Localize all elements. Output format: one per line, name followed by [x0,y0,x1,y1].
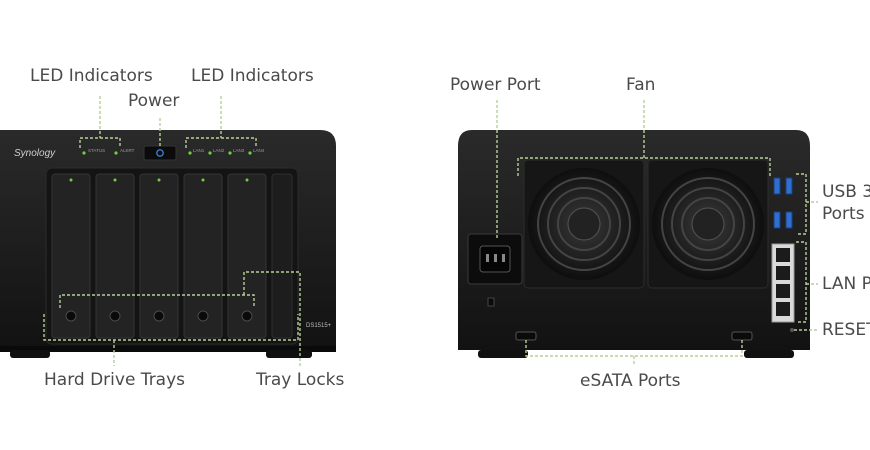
led-lan4 [248,151,252,155]
led-lan3 [228,151,232,155]
front-foot-left [10,350,50,358]
front-unit [0,130,336,358]
led-label-lan4: LAN4 [253,148,265,153]
callout-lines-front [43,96,301,366]
rear-foot-left [478,350,528,358]
led-label-status: STATUS [88,148,106,153]
fan-left [523,159,645,289]
label-esata-ports: eSATA Ports [580,371,681,391]
drive-tray-5 [227,173,267,339]
label-power-port: Power Port [450,75,541,95]
led-label-lan2: LAN2 [213,148,225,153]
fan-right [647,159,769,289]
led-status [82,151,86,155]
esata-port-1 [515,331,537,341]
led-label-lan1: LAN1 [193,148,205,153]
drive-tray-3 [139,173,179,339]
led-lan2 [208,151,212,155]
label-reset: RESET [822,320,870,340]
drive-tray-4 [183,173,223,339]
power-button [143,145,177,161]
label-fan: Fan [626,75,656,95]
esata-port-2 [731,331,753,341]
brand-logo: Synology [14,148,56,159]
label-lan-ports: LAN P [822,274,870,294]
tray-leds [69,178,249,182]
rear-unit [458,130,810,358]
drive-trays [51,173,293,339]
label-power: Power [128,91,180,111]
power-icon [156,149,164,157]
led-label-alert: ALERT [120,148,135,153]
callout-lines-rear [496,100,818,366]
label-hard-drive-trays: Hard Drive Trays [44,370,186,390]
power-port [467,233,523,285]
lan-ports [771,243,795,323]
tray-lock-icons [65,310,253,322]
drive-tray-1 [51,173,91,339]
led-label-lan3: LAN3 [233,148,245,153]
label-tray-locks: Tray Locks [256,370,345,390]
led-alert [114,151,118,155]
led-lan1 [188,151,192,155]
model-label: DS1515+ [306,323,332,329]
front-foot-right [266,350,312,358]
drive-tray-2 [95,173,135,339]
reset-button [790,328,794,332]
label-usb-ports-line1: USB 3 [822,182,870,202]
label-usb-ports-line2: Ports [822,204,865,224]
usb-ports [773,177,793,229]
rear-foot-right [744,350,794,358]
label-led-indicators-left: LED Indicators [30,66,153,86]
label-led-indicators-right: LED Indicators [191,66,314,86]
